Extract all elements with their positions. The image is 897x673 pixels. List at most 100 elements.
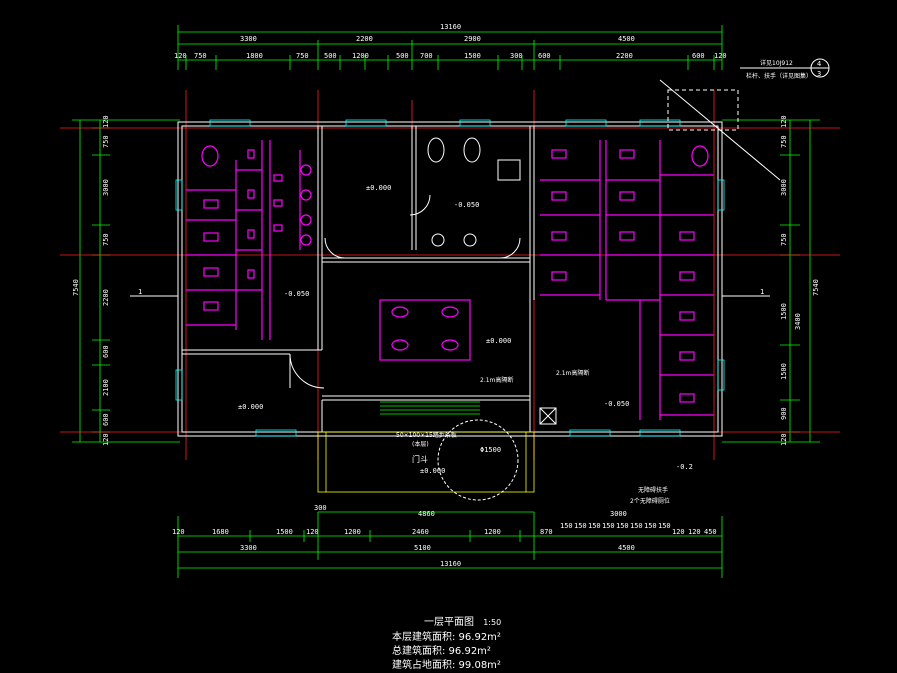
- top-sub-dim: 2200: [616, 52, 633, 60]
- bottom-dim: 1500: [276, 528, 293, 536]
- ref-circle-top: 4: [817, 60, 821, 68]
- bottom-dim: 1200: [484, 528, 501, 536]
- bottom-dim-2: 4500: [618, 544, 635, 552]
- left-dimensions: 120 750 3000 750 2200 600 2100 600 120 7…: [72, 115, 180, 446]
- bottom-dim: 1200: [344, 528, 361, 536]
- left-dim: 2100: [102, 379, 110, 396]
- bottom-dim: 150: [630, 522, 643, 530]
- right-dimensions: 120 750 3000 750 1500 1500 900 120 7540 …: [722, 115, 820, 446]
- elevation-mark: ±0.000: [420, 467, 445, 475]
- ref-note-2: 栏杆、扶手（详见图集）: [746, 72, 812, 80]
- steps-label: 50×100×15踏步条板: [396, 431, 457, 439]
- left-dim: 600: [102, 413, 110, 426]
- left-dim: 120: [102, 433, 110, 446]
- bottom-dim: 1680: [212, 528, 229, 536]
- top-dim-4: 4500: [618, 35, 635, 43]
- elevation-mark: ±0.000: [486, 337, 511, 345]
- left-dim: 3000: [102, 179, 110, 196]
- bottom-sub-dim: 300: [314, 504, 327, 512]
- bottom-dim: 2460: [412, 528, 429, 536]
- bottom-dim: 120: [306, 528, 319, 536]
- top-sub-dim: 1500: [464, 52, 481, 60]
- elevation-mark: ±0.000: [366, 184, 391, 192]
- top-sub-dim: 600: [538, 52, 551, 60]
- elevation-mark: -0.2: [676, 463, 693, 471]
- vestibule-label: 门斗: [412, 454, 428, 464]
- elevation-mark: -0.050: [454, 201, 479, 209]
- bottom-total-dim: 13160: [440, 560, 461, 568]
- partition-note: 2.1m高隔断: [480, 376, 513, 384]
- door-diameter-label: Φ1500: [480, 446, 501, 454]
- drawing-title-name: 一层平面图: [424, 617, 474, 628]
- bottom-dim: 150: [644, 522, 657, 530]
- top-dim-3: 2900: [464, 35, 481, 43]
- annotations: 4 3 详见10J912 栏杆、扶手（详见图集） 2.1m高隔断 2.1m高隔断…: [480, 58, 830, 505]
- bottom-dim: 150: [616, 522, 629, 530]
- right-dim: 3000: [780, 179, 788, 196]
- right-total-dim: 7540: [812, 279, 820, 296]
- bottom-dim: 150: [588, 522, 601, 530]
- right-stalls: [540, 140, 714, 420]
- center-fixtures: 50×100×15踏步条板 (本层): [379, 137, 557, 448]
- bottom-dimensions: 120 1680 1500 120 1200 2460 1200 870 150…: [172, 504, 723, 578]
- bottom-dim: 120: [172, 528, 185, 536]
- accessible-stall-note: 2个无障碍厕位: [630, 497, 670, 505]
- left-total-dim: 7540: [72, 279, 80, 296]
- bottom-dim: 450: [704, 528, 717, 536]
- left-dim: 120: [102, 115, 110, 128]
- elevations: ±0.000 -0.050 -0.050 ±0.000 -0.050 ±0.00…: [238, 184, 693, 475]
- bottom-dim: 120: [672, 528, 685, 536]
- top-total-dim: 13160: [440, 23, 461, 31]
- bottom-dim: 150: [602, 522, 615, 530]
- axis-lines: 1 1: [60, 90, 840, 460]
- axis-label-right: 1: [760, 288, 764, 296]
- area-line-1: 本层建筑面积: 96.92m²: [392, 632, 501, 643]
- top-sub-dim: 500: [396, 52, 409, 60]
- top-sub-dim: 600: [692, 52, 705, 60]
- top-dimensions: 13160 3300 2200 2900 4500 120 750 1800 7…: [174, 23, 727, 70]
- right-dim: 750: [780, 233, 788, 246]
- top-sub-dim: 120: [714, 52, 727, 60]
- top-dim-2: 2200: [356, 35, 373, 43]
- top-sub-dim: 700: [420, 52, 433, 60]
- drawing-title: 一层平面图 1:50: [424, 613, 501, 628]
- elevation-mark: ±0.000: [238, 403, 263, 411]
- elevation-mark: -0.050: [284, 290, 309, 298]
- bottom-dim: 150: [574, 522, 587, 530]
- left-dim: 600: [102, 345, 110, 358]
- left-dim: 2200: [102, 289, 110, 306]
- right-dim: 750: [780, 135, 788, 148]
- elevation-mark: -0.050: [604, 400, 629, 408]
- right-dim: 120: [780, 115, 788, 128]
- bottom-sub-dim: 4860: [418, 510, 435, 518]
- right-dim: 120: [780, 433, 788, 446]
- left-dim: 750: [102, 233, 110, 246]
- axis-label-left: 1: [138, 288, 142, 296]
- area-line-2: 总建筑面积: 96.92m²: [392, 646, 491, 657]
- top-sub-dim: 1800: [246, 52, 263, 60]
- bottom-dim: 150: [658, 522, 671, 530]
- left-dim: 750: [102, 135, 110, 148]
- bottom-dim: 870: [540, 528, 553, 536]
- right-sub-dim: 3400: [794, 313, 802, 330]
- bottom-dim: 150: [560, 522, 573, 530]
- right-dim: 900: [780, 407, 788, 420]
- accessible-rail-note: 无障碍扶手: [638, 486, 668, 494]
- top-sub-dim: 750: [194, 52, 207, 60]
- steps-note: (本层): [412, 440, 429, 448]
- partition-note-2: 2.1m高隔断: [556, 369, 589, 377]
- top-sub-dim: 750: [296, 52, 309, 60]
- top-sub-dim: 500: [324, 52, 337, 60]
- top-sub-dim: 300: [510, 52, 523, 60]
- left-stalls: [186, 140, 312, 340]
- bottom-dim-2: 3300: [240, 544, 257, 552]
- area-line-3: 建筑占地面积: 99.08m²: [392, 660, 501, 671]
- bottom-sub-dim: 3000: [610, 510, 627, 518]
- bottom-dim: 120: [688, 528, 701, 536]
- interior-walls: Φ1500 门斗: [182, 126, 535, 501]
- drawing-title-scale: 1:50: [483, 618, 502, 627]
- bottom-dim-2: 5100: [414, 544, 431, 552]
- top-sub-dim: 120: [174, 52, 187, 60]
- right-dim: 1500: [780, 303, 788, 320]
